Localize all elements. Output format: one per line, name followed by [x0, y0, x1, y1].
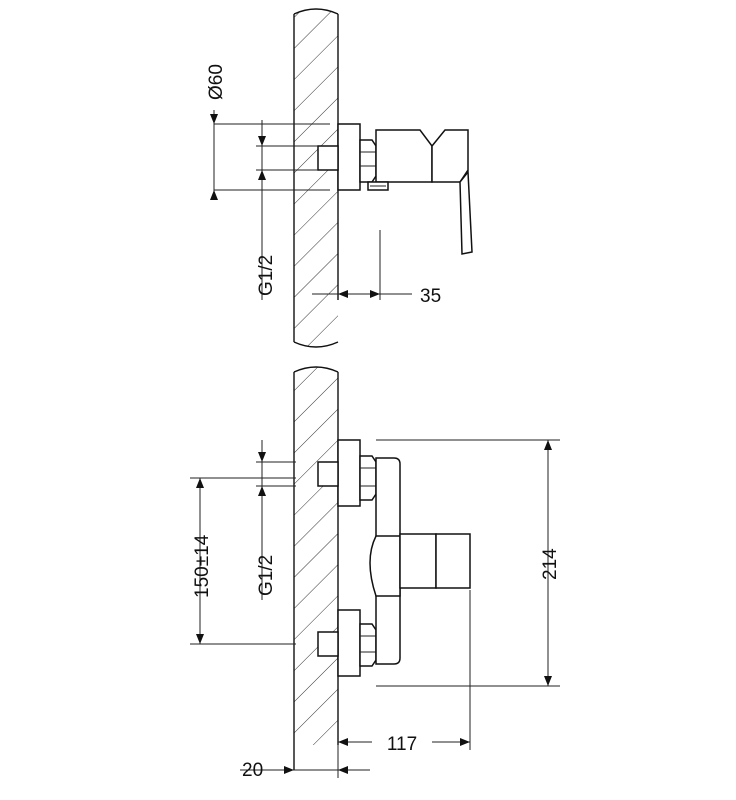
wall-dimension: 20 — [240, 745, 370, 781]
front-view: 150±14 G1/2 214 117 — [190, 366, 561, 781]
diameter-dimension: Ø60 — [206, 64, 330, 200]
center-distance-label: 150±14 — [192, 534, 213, 598]
top-view: Ø60 G1/2 35 — [206, 8, 473, 348]
projection-dimension: 35 — [312, 230, 441, 307]
thread-label-top: G1/2 — [256, 255, 277, 296]
height-label: 214 — [540, 548, 561, 580]
projection-label: 35 — [420, 286, 441, 307]
height-dimension: 214 — [376, 439, 561, 687]
center-distance-dimension: 150±14 — [190, 477, 296, 645]
thread-dimension-front: G1/2 — [256, 440, 296, 600]
diameter-label: Ø60 — [206, 64, 227, 100]
wall-section-top — [293, 8, 339, 348]
wall-section-bottom — [293, 366, 339, 770]
depth-dimension: 117 — [338, 590, 471, 755]
thread-label-front: G1/2 — [256, 555, 277, 596]
mixer-front-body — [317, 439, 471, 677]
mixer-top-body — [296, 123, 473, 255]
thread-dimension-top: G1/2 — [256, 120, 296, 300]
depth-label: 117 — [387, 734, 417, 755]
wall-label: 20 — [242, 760, 263, 781]
